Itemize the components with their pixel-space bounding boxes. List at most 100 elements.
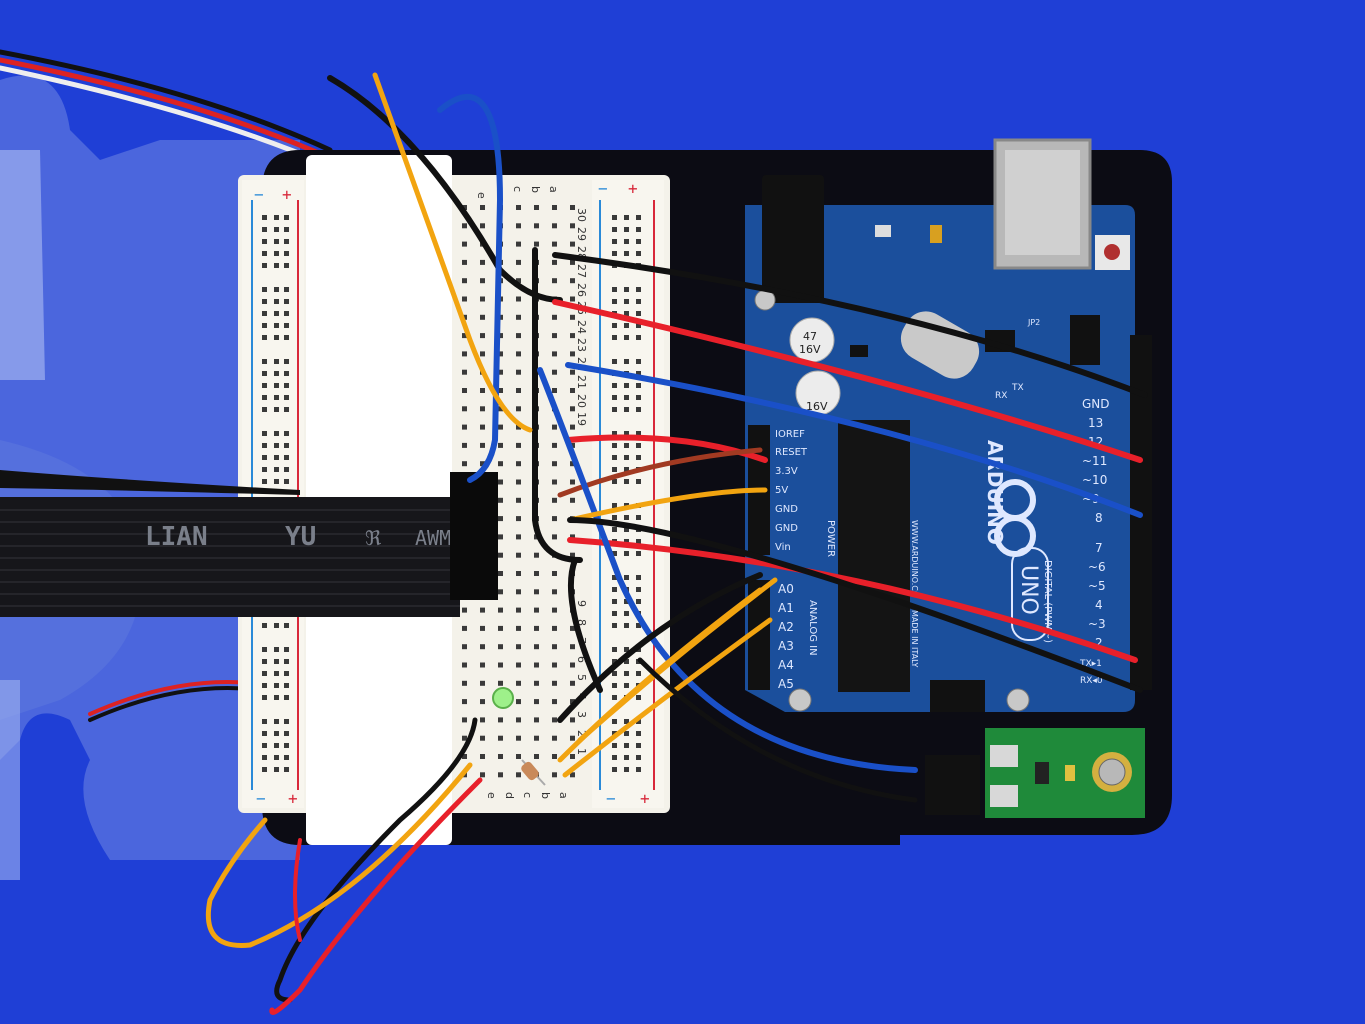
breadboard-hole: [262, 623, 267, 628]
breadboard-hole: [262, 239, 267, 244]
breadboard-hole: [516, 333, 521, 339]
breadboard-hole: [552, 205, 557, 210]
breadboard-hole: [636, 455, 641, 460]
row-number: 2: [575, 730, 588, 737]
breadboard-hole: [612, 647, 617, 652]
breadboard-hole: [462, 442, 467, 448]
breadboard-hole: [284, 323, 289, 328]
rail-plus-top-right: +: [628, 179, 638, 198]
icsp-header: [1070, 315, 1100, 365]
breadboard-hole: [462, 754, 467, 759]
breadboard-hole: [552, 497, 557, 503]
breadboard-hole: [262, 731, 267, 736]
power-pin-labels: IOREF RESET 3.3V 5V GND GND Vin POWER: [775, 429, 836, 557]
breadboard-hole: [462, 296, 467, 302]
breadboard-hole: [284, 395, 289, 400]
breadboard-hole: [612, 431, 617, 436]
breadboard-hole: [284, 407, 289, 412]
breadboard-hole: [624, 671, 629, 676]
breadboard-hole: [624, 359, 629, 364]
breadboard-hole: [516, 552, 521, 558]
breadboard-hole: [498, 406, 503, 412]
breadboard-hole: [612, 683, 617, 688]
breadboard-hole: [274, 299, 279, 304]
ribbon-print-1: LIAN: [145, 522, 208, 552]
breadboard-hole: [552, 534, 557, 540]
breadboard-hole: [612, 383, 617, 388]
breadboard-hole: [624, 659, 629, 664]
breadboard-hole: [480, 333, 485, 339]
svg-text:16V: 16V: [806, 400, 828, 413]
breadboard-hole: [612, 527, 617, 532]
breadboard-hole: [284, 623, 289, 628]
breadboard-hole: [570, 351, 575, 357]
svg-text:d: d: [503, 792, 516, 799]
breadboard-hole: [552, 607, 557, 613]
breadboard-hole: [636, 407, 641, 412]
svg-text:8: 8: [1095, 511, 1103, 525]
svg-text:A4: A4: [778, 658, 794, 672]
breadboard-hole: [534, 625, 539, 631]
breadboard-hole: [274, 359, 279, 364]
breadboard-hole: [262, 287, 267, 292]
row-number: 29: [575, 227, 588, 241]
breadboard-hole: [284, 251, 289, 256]
breadboard-hole: [636, 299, 641, 304]
rail-minus-top-left: −: [254, 185, 264, 204]
breadboard-hole: [284, 227, 289, 232]
breadboard-hole: [552, 259, 557, 265]
breadboard-hole: [612, 755, 617, 760]
breadboard-hole: [570, 534, 575, 540]
breadboard-hole: [636, 551, 641, 556]
breadboard-hole: [552, 314, 557, 320]
breadboard-hole: [612, 443, 617, 448]
breadboard-hole: [570, 259, 575, 265]
resistor: [521, 759, 546, 786]
breadboard-hole: [284, 671, 289, 676]
breadboard-hole: [480, 625, 485, 631]
breadboard-hole: [498, 479, 503, 485]
breadboard-hole: [612, 503, 617, 508]
breadboard-hole: [636, 323, 641, 328]
breadboard-hole: [570, 442, 575, 448]
breadboard-hole: [274, 731, 279, 736]
breadboard-hole: [612, 323, 617, 328]
ribbon-print-2: YU: [285, 522, 316, 552]
analog-header: [748, 580, 770, 690]
breadboard-hole: [624, 647, 629, 652]
breadboard-hole: [624, 407, 629, 412]
breadboard-hole: [570, 205, 575, 210]
breadboard-hole: [284, 311, 289, 316]
breadboard-hole: [636, 575, 641, 580]
breadboard-hole: [534, 644, 539, 650]
breadboard-hole: [612, 479, 617, 484]
breadboard-hole: [284, 263, 289, 268]
breadboard-hole: [624, 515, 629, 520]
breadboard-hole: [612, 251, 617, 256]
breadboard-hole: [624, 731, 629, 736]
row-number: 9: [575, 600, 588, 607]
breadboard-hole: [262, 767, 267, 772]
breadboard-hole: [480, 259, 485, 265]
breadboard-hole: [284, 383, 289, 388]
breadboard-hole: [636, 743, 641, 748]
svg-text:MADE IN ITALY: MADE IN ITALY: [910, 610, 919, 668]
breadboard-hole: [636, 515, 641, 520]
breadboard-hole: [636, 251, 641, 256]
svg-text:3.3V: 3.3V: [775, 466, 798, 477]
rail-plus-top-left: +: [282, 185, 292, 204]
breadboard-hole: [570, 223, 575, 229]
breadboard-hole: [284, 371, 289, 376]
breadboard-hole: [636, 371, 641, 376]
crystal: [900, 311, 980, 379]
screw: [1006, 688, 1030, 712]
breadboard-hole: [624, 755, 629, 760]
breadboard-hole: [284, 239, 289, 244]
breadboard-hole: [612, 659, 617, 664]
breadboard-hole: [516, 406, 521, 412]
svg-text:4: 4: [1095, 598, 1103, 612]
breadboard-hole: [480, 442, 485, 448]
breadboard-hole: [262, 407, 267, 412]
breadboard-hole: [274, 251, 279, 256]
breadboard-hole: [534, 699, 539, 705]
